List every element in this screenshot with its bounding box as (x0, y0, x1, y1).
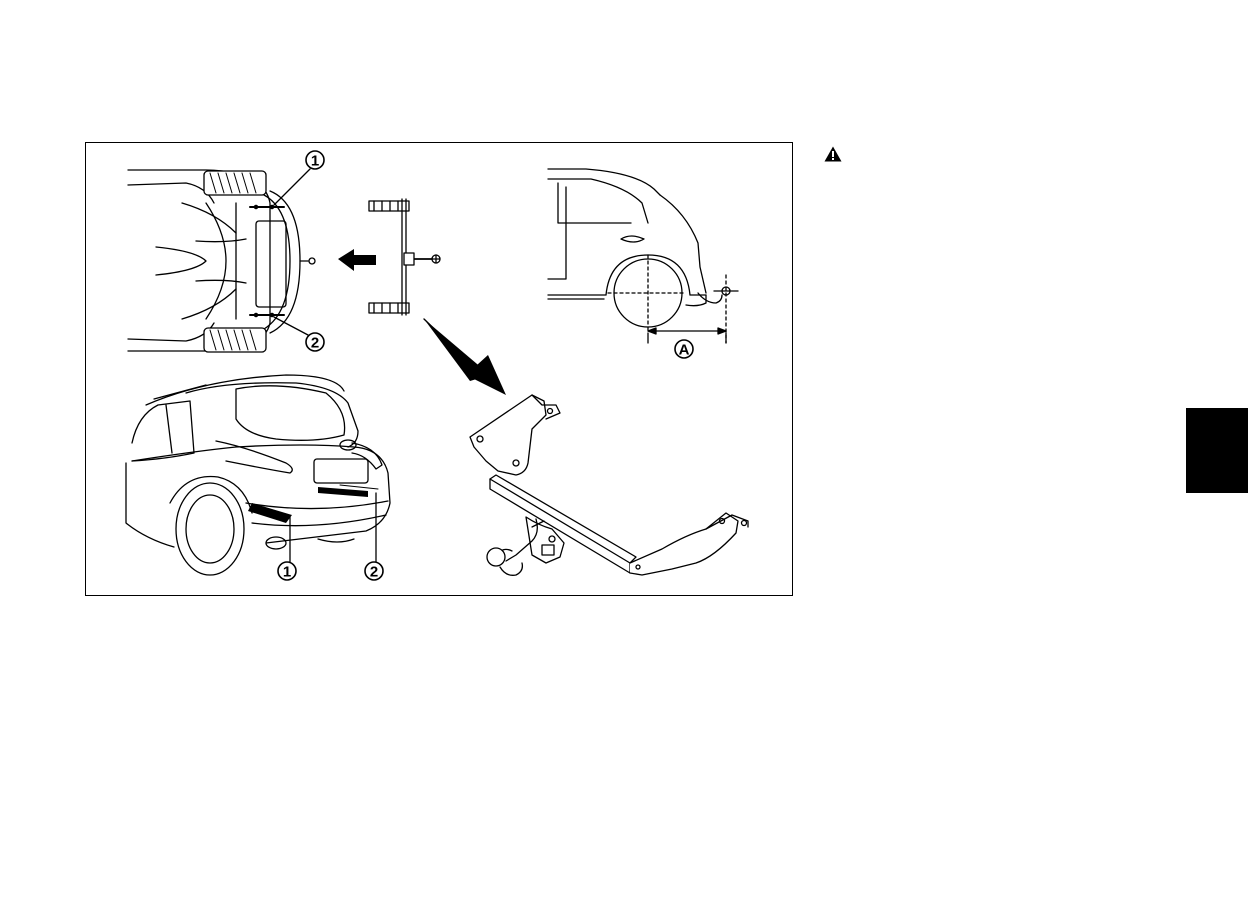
callout-2-bottom: 2 (365, 562, 383, 581)
callout-1-top: 1 (306, 151, 324, 170)
svg-text:2: 2 (311, 335, 319, 352)
svg-text:1: 1 (283, 564, 291, 581)
arrow-left-icon (338, 249, 376, 271)
figure-drawing: 1 2 (86, 143, 794, 597)
tow-bar-top-view (369, 199, 440, 315)
tow-bar-assembly-perspective (470, 395, 748, 575)
tow-bar-installation-figure: 1 2 (85, 142, 793, 596)
vehicle-underside-view (128, 169, 315, 352)
section-tab-marker (1186, 408, 1248, 493)
warning-triangle-icon (824, 146, 842, 162)
vehicle-rear-perspective-view (126, 375, 390, 575)
callout-1-bottom: 1 (278, 562, 296, 581)
svg-text:1: 1 (311, 153, 319, 170)
svg-text:2: 2 (370, 564, 378, 581)
arrow-down-right-icon (424, 319, 506, 395)
svg-text:A: A (679, 342, 690, 359)
callout-2-top: 2 (306, 333, 324, 352)
callout-dimension-a: A (675, 340, 693, 359)
vehicle-rear-side-view (548, 169, 738, 343)
